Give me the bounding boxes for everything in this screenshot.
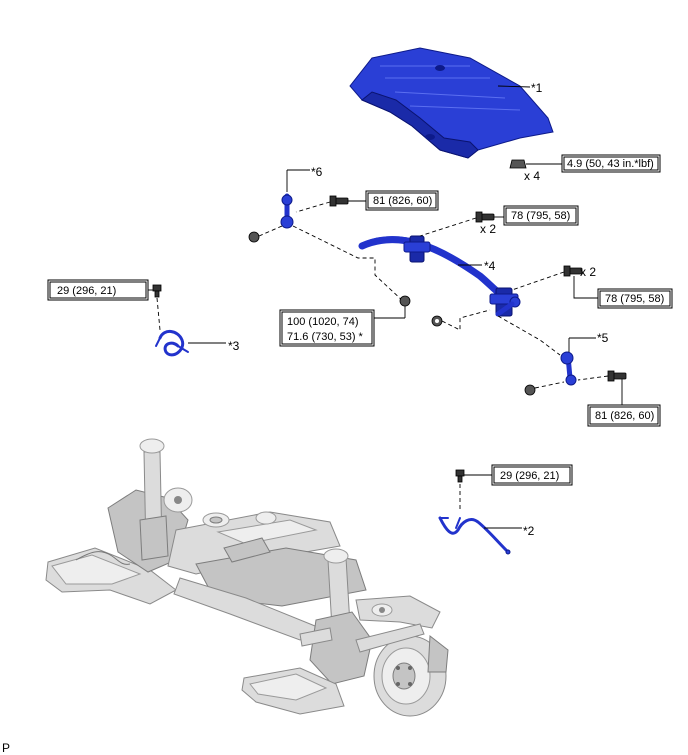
quantity-label-1: x 4 <box>524 169 540 183</box>
torque-box-2: 81 (826, 60) <box>365 190 439 211</box>
part-label-2: *2 <box>523 524 535 538</box>
cover-clip-part <box>509 159 527 169</box>
link-bolt-left <box>329 195 349 207</box>
stabilizer-bar-part <box>358 235 521 317</box>
torque-box-6: 100 (1020, 74) 71.6 (730, 53) * <box>279 309 375 347</box>
quantity-label-3: x 2 <box>580 265 596 279</box>
torque-value-2: 81 (826, 60) <box>373 195 432 207</box>
torque-box-5: 29 (296, 21) <box>47 279 149 301</box>
torque-value-4: 78 (795, 58) <box>605 293 664 305</box>
torque-value-6b: 71.6 (730, 53) * <box>287 331 364 343</box>
quantity-label-2: x 2 <box>480 222 496 236</box>
torque-value-3: 78 (795, 58) <box>511 210 570 222</box>
part-label-4: *4 <box>484 259 496 273</box>
link-nut-right <box>524 384 536 396</box>
torque-box-8: 29 (296, 21) <box>491 464 573 486</box>
part-label-5: *5 <box>597 331 609 345</box>
corner-mark: P <box>2 741 10 755</box>
bracket-bolt-right-lower <box>455 469 465 483</box>
torque-box-1: 4.9 (50, 43 in.*lbf) <box>561 154 661 173</box>
bracket-bolt-left <box>152 284 162 298</box>
torque-value-5: 29 (296, 21) <box>57 285 116 297</box>
torque-value-8: 29 (296, 21) <box>500 470 559 482</box>
torque-value-7: 81 (826, 60) <box>595 410 654 422</box>
torque-box-4: 78 (795, 58) <box>597 288 673 309</box>
link-bolt-right <box>607 370 627 382</box>
harness-clip-right-part <box>438 516 511 555</box>
stabilizer-link-right-part <box>560 351 577 386</box>
link-nut-left <box>248 231 260 243</box>
rear-suspension-assembly-illustration <box>45 438 449 717</box>
part-label-1: *1 <box>531 81 543 95</box>
part-label-6: *6 <box>311 165 323 179</box>
bracket-bolt-right <box>563 265 583 277</box>
torque-value-6a: 100 (1020, 74) <box>287 316 359 328</box>
under-cover-part <box>349 47 554 159</box>
torque-value-1: 4.9 (50, 43 in.*lbf) <box>567 158 654 170</box>
center-nut-lower <box>431 315 443 327</box>
bracket-bolt-upper <box>475 211 495 223</box>
center-nut-upper <box>399 295 411 307</box>
torque-box-7: 81 (826, 60) <box>587 404 661 427</box>
torque-box-3: 78 (795, 58) <box>503 205 579 226</box>
part-label-3: *3 <box>228 339 240 353</box>
stabilizer-link-left-part <box>280 193 294 229</box>
harness-clip-left-part <box>155 330 189 357</box>
